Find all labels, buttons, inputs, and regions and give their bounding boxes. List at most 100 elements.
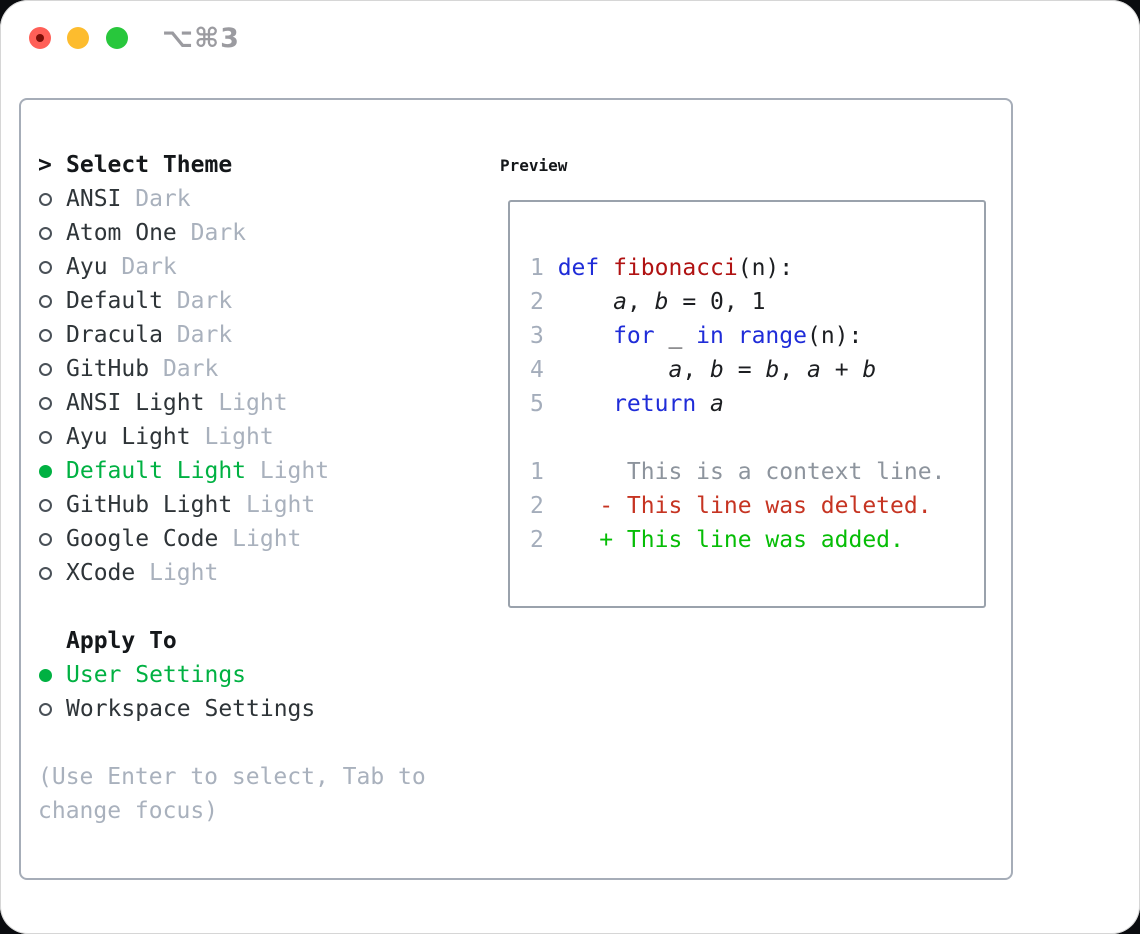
code-token: range — [737, 323, 807, 349]
keyboard-hint: (Use Enter to select, Tab to change focu… — [38, 764, 426, 824]
option-variant-label: Light — [232, 526, 302, 552]
titlebar: ⌥⌘3 — [0, 0, 1140, 76]
theme-option-ansi[interactable]: ANSI Dark — [38, 182, 478, 216]
option-variant-label: Light — [259, 458, 330, 484]
code-token: a — [668, 357, 683, 383]
preview-line: 2 - This line was deleted. — [530, 489, 945, 523]
code-token: return — [613, 391, 697, 417]
apply-to-title: Apply To — [66, 628, 177, 654]
option-variant-label: Light — [246, 492, 316, 518]
option-variant-label: Dark — [162, 356, 219, 382]
apply-option-workspace-settings[interactable]: Workspace Settings — [38, 692, 478, 726]
select-theme-header: > Select Theme — [38, 148, 478, 182]
option-label: User Settings — [66, 662, 247, 688]
option-variant-label: Dark — [176, 288, 233, 314]
preview-title: Preview — [500, 155, 568, 175]
code-token: (n): — [806, 323, 863, 349]
cursor-icon: > — [38, 152, 52, 178]
apply-option-user-settings[interactable]: User Settings — [38, 658, 478, 692]
line-number: 2 — [530, 493, 544, 519]
option-label: XCode — [66, 560, 136, 586]
theme-option-ayu[interactable]: Ayu Dark — [38, 250, 478, 284]
theme-option-default-light[interactable]: Default Light Light — [38, 454, 478, 488]
code-token: This is a context line. — [557, 459, 946, 485]
radio-icon — [39, 192, 52, 206]
code-token — [558, 391, 613, 417]
theme-option-ayu-light[interactable]: Ayu Light Light — [38, 420, 478, 454]
code-token: a — [613, 289, 627, 315]
line-number: 4 — [530, 357, 544, 383]
code-token: for — [613, 323, 655, 349]
radio-icon — [39, 396, 52, 410]
option-label: Atom One — [66, 220, 177, 246]
radio-icon — [39, 328, 52, 342]
line-number: 2 — [530, 527, 544, 553]
option-label: Ayu — [66, 254, 108, 280]
line-number: 1 — [530, 459, 544, 485]
code-token: + This line was added. — [557, 527, 904, 553]
code-token: b — [862, 357, 877, 383]
option-label: Dracula — [66, 322, 163, 348]
option-label: Default Light — [66, 458, 247, 484]
code-token — [558, 357, 669, 383]
radio-icon — [39, 430, 52, 444]
radio-icon — [39, 702, 52, 716]
code-token: fibonacci — [613, 255, 738, 281]
window-title: ⌥⌘3 — [162, 23, 240, 54]
preview-line: 1 This is a context line. — [530, 455, 945, 489]
code-token — [599, 255, 613, 281]
radio-icon — [39, 566, 52, 580]
option-variant-label: Dark — [121, 254, 177, 280]
close-button[interactable] — [29, 27, 51, 49]
radio-icon — [39, 294, 52, 308]
radio-icon — [39, 498, 52, 512]
code-token: , — [779, 357, 807, 383]
code-token: a — [807, 357, 821, 383]
preview-line: 3 for _ in range(n): — [530, 319, 945, 353]
option-label: ANSI — [66, 186, 122, 212]
code-token: _ — [654, 323, 697, 349]
code-token: , — [682, 357, 711, 383]
preview-line: 2 a, b = 0, 1 — [530, 285, 945, 319]
radio-icon — [39, 226, 52, 240]
radio-selected-icon — [39, 668, 52, 682]
code-token: b — [710, 357, 724, 383]
option-variant-label: Dark — [176, 322, 233, 348]
option-label: Default — [66, 288, 163, 314]
zoom-button[interactable] — [106, 27, 128, 49]
code-token: , — [626, 289, 655, 315]
option-label: Workspace Settings — [66, 696, 316, 722]
theme-option-dracula[interactable]: Dracula Dark — [38, 318, 478, 352]
select-theme-title: Select Theme — [66, 152, 233, 178]
line-number: 2 — [530, 289, 544, 315]
code-token: + — [820, 357, 863, 383]
preview-line — [530, 421, 945, 455]
theme-option-default[interactable]: Default Dark — [38, 284, 478, 318]
line-number: 5 — [530, 391, 544, 417]
option-variant-label: Light — [204, 424, 274, 450]
line-number: 3 — [530, 323, 544, 349]
preview-line: 2 + This line was added. — [530, 523, 945, 557]
option-label: ANSI Light — [66, 390, 205, 416]
radio-icon — [39, 260, 52, 274]
code-token: - This line was deleted. — [557, 493, 932, 519]
code-token: def — [557, 255, 600, 281]
option-label: Ayu Light — [66, 424, 191, 450]
minimize-button[interactable] — [67, 27, 89, 49]
option-variant-label: Dark — [135, 186, 191, 212]
radio-selected-icon — [39, 464, 52, 478]
